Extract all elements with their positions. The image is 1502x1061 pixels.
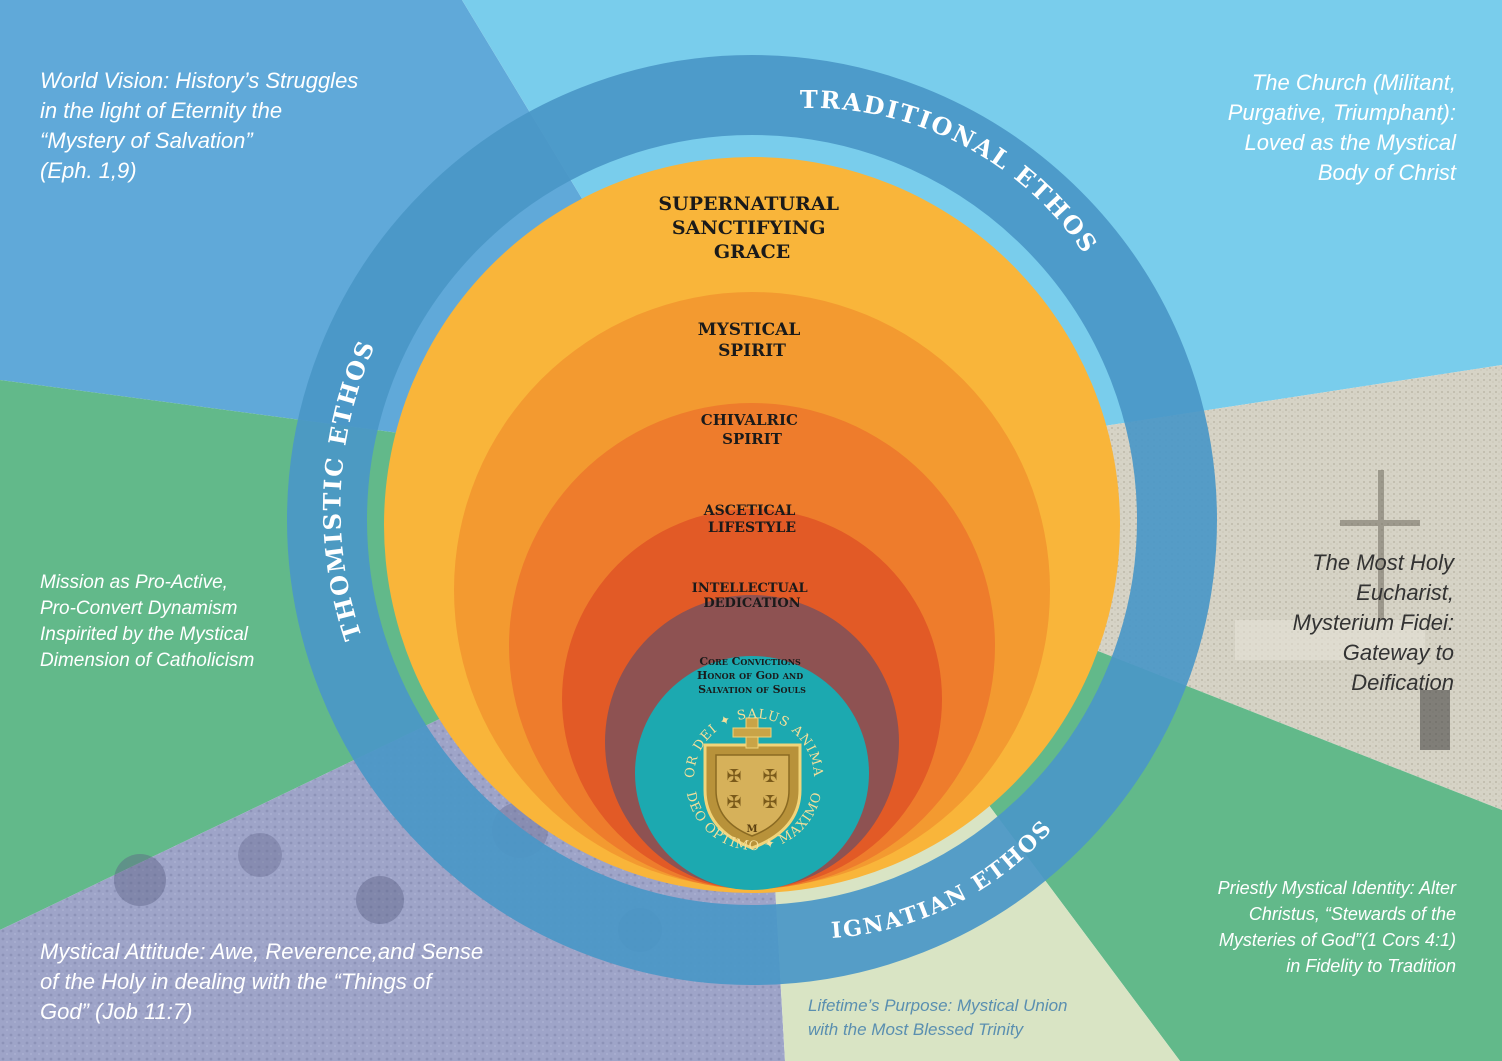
priestly-line: Mysteries of God”(1 Cors 4:1)	[1218, 930, 1456, 950]
priestly-line: Christus, “Stewards of the	[1248, 904, 1456, 924]
attitude-line: God” (Job 11:7)	[40, 999, 193, 1024]
mission-text: Mission as Pro-Active, Pro-Convert Dynam…	[40, 570, 254, 674]
label-chivalric: CHIVALRIC SPIRIT	[701, 411, 803, 448]
label-intellectual: INTELLECTUAL DEDICATION	[692, 581, 812, 611]
world-vision-line: “Mystery of Salvation”	[40, 128, 253, 153]
purpose-text: Lifetime’s Purpose: Mystical Union with …	[808, 994, 1068, 1042]
attitude-line: Mystical Attitude: Awe, Reverence,and Se…	[40, 939, 484, 964]
label-core: Core Convictions Honor of God and Salvat…	[697, 655, 807, 696]
church-line: Body of Christ	[1317, 160, 1456, 185]
church-line: The Church (Militant,	[1251, 70, 1456, 95]
attitude-line: of the Holy in dealing with the “Things …	[40, 969, 432, 994]
church-line: Purgative, Triumphant):	[1227, 100, 1456, 125]
world-vision-line: World Vision: History’s Struggles	[40, 68, 359, 93]
label-ascetical: ASCETICAL LIFESTYLE	[703, 503, 800, 536]
purpose-line: Lifetime’s Purpose: Mystical Union	[808, 996, 1068, 1015]
label-grace: SUPERNATURAL SANCTIFYING GRACE	[658, 193, 845, 263]
church-line: Loved as the Mystical	[1244, 130, 1456, 155]
world-vision-line: in the light of Eternity the	[40, 98, 283, 123]
mission-line: Dimension of Catholicism	[40, 650, 255, 671]
mission-line: Mission as Pro-Active,	[40, 572, 228, 593]
shield-emblem-icon: ✠ ✠ ✠ ✠ M	[703, 717, 802, 850]
world-vision-line: (Eph. 1,9)	[40, 158, 137, 183]
eucharist-text: The Most Holy Eucharist, Mysterium Fidei…	[1293, 548, 1454, 698]
priestly-text: Priestly Mystical Identity: Alter Christ…	[1218, 875, 1456, 979]
priestly-line: Priestly Mystical Identity: Alter	[1217, 878, 1456, 898]
svg-text:✠: ✠	[762, 792, 777, 813]
svg-text:✠: ✠	[762, 766, 777, 787]
svg-text:✠: ✠	[726, 792, 741, 813]
outer-ethos-ring	[287, 55, 1217, 985]
purpose-line: with the Most Blessed Trinity	[808, 1020, 1024, 1039]
svg-text:✠: ✠	[726, 766, 741, 787]
mission-line: Inspirited by the Mystical	[40, 624, 249, 645]
attitude-text: Mystical Attitude: Awe, Reverence,and Se…	[40, 937, 483, 1027]
world-vision-text: World Vision: History’s Struggles in the…	[40, 66, 358, 186]
priestly-line: in Fidelity to Tradition	[1286, 956, 1456, 976]
eucharist-line: The Most Holy	[1312, 550, 1454, 575]
eucharist-line: Eucharist,	[1356, 580, 1454, 605]
church-text: The Church (Militant, Purgative, Triumph…	[1228, 68, 1456, 188]
mission-line: Pro-Convert Dynamism	[40, 598, 238, 619]
svg-text:M: M	[746, 824, 757, 835]
eucharist-line: Mysterium Fidei:	[1292, 610, 1454, 635]
eucharist-line: Gateway to	[1342, 640, 1454, 665]
crucifix-photo-icon	[1235, 470, 1450, 750]
eucharist-line: Deification	[1351, 670, 1454, 695]
label-mystical: MYSTICAL SPIRIT	[698, 320, 806, 361]
